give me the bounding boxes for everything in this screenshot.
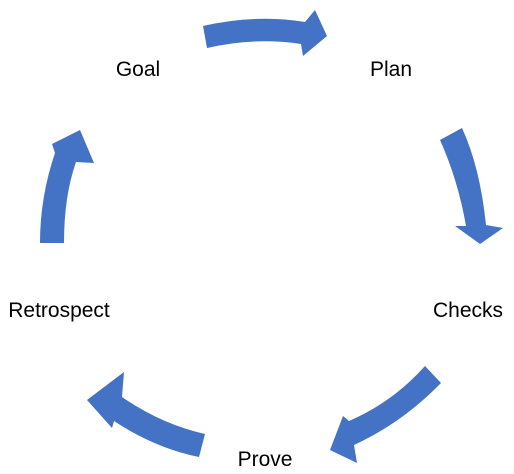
stage-label-goal: Goal — [116, 58, 160, 81]
stage-label-prove: Prove — [238, 448, 293, 471]
arrow-goal-to-plan — [203, 10, 327, 56]
stage-label-plan: Plan — [370, 58, 412, 81]
arrow-plan-to-checks — [440, 128, 503, 244]
stage-label-retrospect: Retrospect — [8, 299, 110, 322]
arrow-retrospect-to-goal — [40, 130, 94, 243]
arrow-prove-to-retrospect — [87, 372, 205, 457]
stage-label-checks: Checks — [433, 299, 503, 322]
arrow-checks-to-prove — [330, 366, 441, 463]
